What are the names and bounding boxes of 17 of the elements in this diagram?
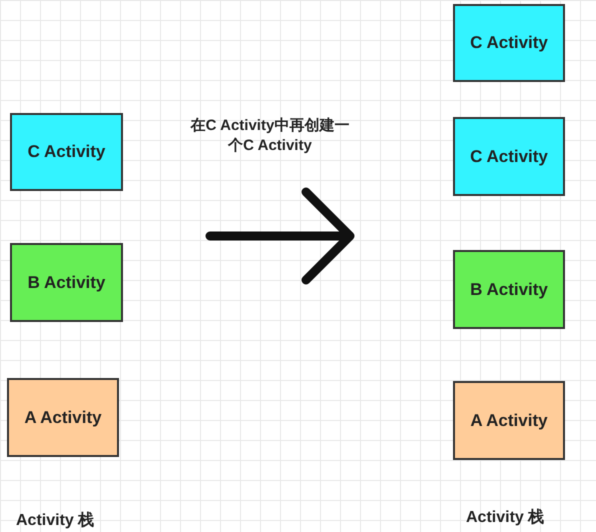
activity-box bbox=[453, 4, 565, 82]
activity-box bbox=[453, 250, 565, 329]
activity-name: C Activity bbox=[28, 142, 106, 162]
stack-caption: Activity 栈 bbox=[466, 508, 544, 528]
transition-note: 在C Activity中再创建一个C Activity bbox=[190, 116, 350, 156]
activity-name: A Activity bbox=[470, 410, 548, 430]
activity-box bbox=[453, 381, 565, 460]
activity-name: B Activity bbox=[28, 272, 106, 292]
stack-caption: Activity 栈 bbox=[16, 510, 94, 531]
activity-box bbox=[453, 117, 565, 196]
activity-name: B Activity bbox=[470, 280, 548, 300]
activity-box bbox=[7, 378, 119, 457]
activity-name: A Activity bbox=[24, 408, 102, 428]
activity-box bbox=[10, 243, 123, 322]
activity-name: C Activity bbox=[470, 146, 548, 166]
activity-name: C Activity bbox=[470, 33, 548, 53]
activity-box bbox=[10, 113, 123, 191]
